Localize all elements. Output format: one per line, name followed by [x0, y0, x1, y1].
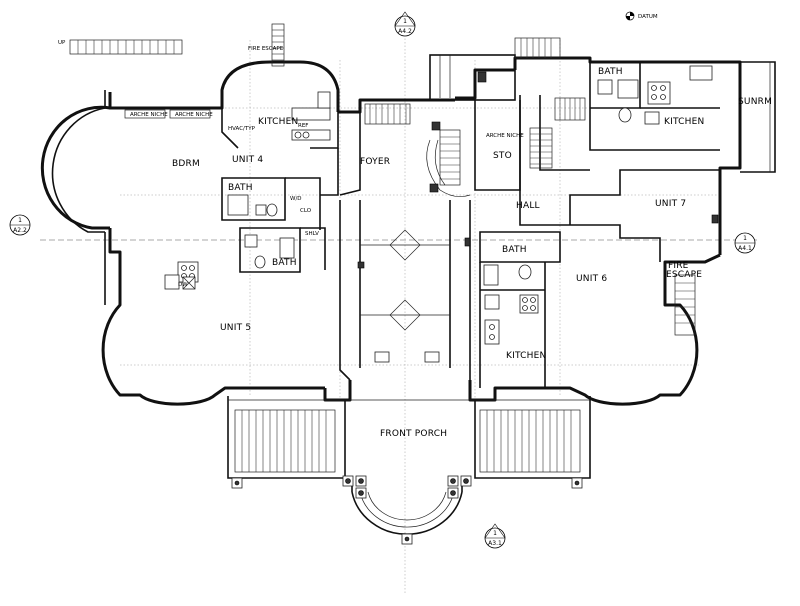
dw-label: DW — [178, 282, 188, 288]
room-bdrm: BDRM — [172, 159, 200, 169]
datum-marker: DATUM — [625, 11, 658, 21]
room-unit-4: UNIT 4 — [232, 155, 263, 165]
section-bottom-sheet: A3.1 — [488, 540, 502, 547]
section-top-sheet: A4.2 — [398, 28, 412, 35]
room-labels: BDRM UNIT 4 KITCHEN FOYER STO BATH KITCH… — [172, 67, 772, 439]
hvac-label: HVAC/TYP — [228, 126, 256, 132]
room-unit-5: UNIT 5 — [220, 323, 251, 333]
room-kitchen-unit-6: KITCHEN — [506, 351, 546, 361]
section-top-num: 1 — [403, 18, 407, 25]
section-left-num: 1 — [18, 217, 22, 224]
room-sunrm: SUNRM — [738, 97, 772, 107]
fixtures — [124, 65, 719, 345]
room-bath-unit-6: BATH — [502, 245, 527, 255]
room-front-porch: FRONT PORCH — [380, 429, 447, 439]
up-label: UP — [58, 40, 66, 46]
section-right-num: 1 — [743, 235, 747, 242]
wd-label: W/D — [290, 196, 302, 202]
porch-columns — [231, 351, 583, 545]
room-unit-6: UNIT 6 — [576, 274, 607, 284]
annotations: UP FIRE ESCAPE ARCHE NICHE ARCHE NICHE R… — [58, 40, 524, 288]
section-marker-top: 1 A4.2 — [394, 11, 416, 37]
datum-label: DATUM — [638, 14, 658, 20]
section-marker-left: 1 A2.2 — [9, 214, 31, 236]
room-sto: STO — [493, 151, 512, 161]
room-fire-escape-line1: FIRE — [668, 261, 689, 271]
room-bath-unit-7: BATH — [598, 67, 623, 77]
room-bath-unit-4: BATH — [228, 183, 253, 193]
foyer-details — [360, 229, 450, 331]
room-hall: HALL — [516, 201, 540, 211]
section-marker-right: 1 A4.1 — [734, 232, 756, 254]
section-right-sheet: A4.1 — [738, 245, 752, 252]
clo-label: CLO — [300, 208, 312, 214]
fire-escape-note: FIRE ESCAPE — [248, 46, 284, 52]
room-foyer: FOYER — [360, 157, 390, 167]
room-fire-escape-line2: ESCAPE — [666, 270, 702, 280]
ref-label: REF — [298, 123, 308, 129]
shlv-label: SHLV — [305, 231, 319, 237]
section-left-sheet: A2.2 — [13, 227, 27, 234]
arch-niche-2: ARCHE NICHE — [175, 112, 213, 118]
stairs — [69, 23, 696, 336]
room-kitchen-unit-7: KITCHEN — [664, 117, 704, 127]
front-porch — [227, 351, 591, 545]
section-marker-bottom: 1 A3.1 — [484, 523, 506, 549]
interior-walls — [221, 62, 720, 388]
room-bath-unit-5: BATH — [272, 258, 297, 268]
room-unit-7: UNIT 7 — [655, 199, 686, 209]
room-kitchen-unit-4: KITCHEN — [258, 117, 298, 127]
section-bottom-num: 1 — [493, 530, 497, 537]
arch-niche-3: ARCHE NICHE — [486, 133, 524, 139]
arch-niche-1: ARCHE NICHE — [130, 112, 168, 118]
